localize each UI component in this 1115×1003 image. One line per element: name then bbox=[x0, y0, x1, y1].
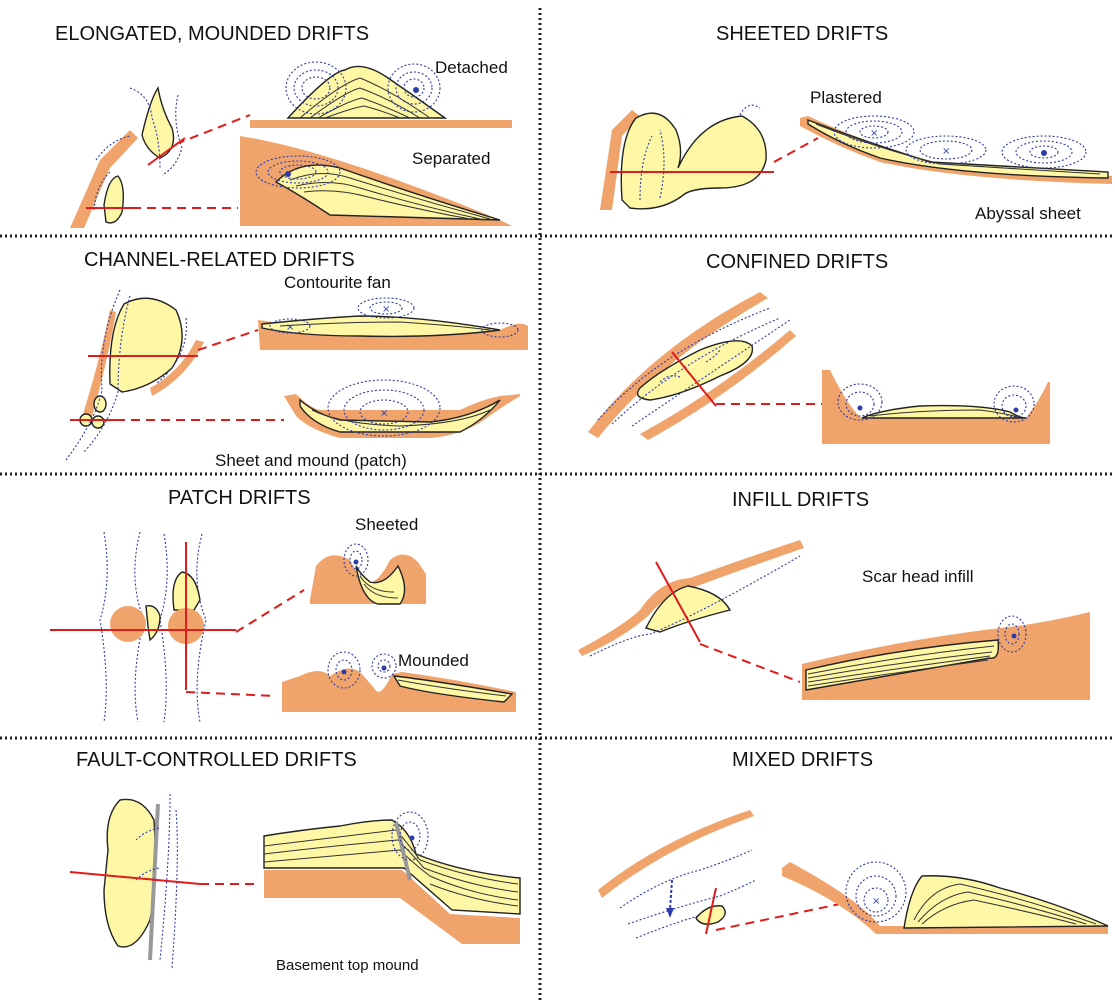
svg-text:×: × bbox=[870, 128, 878, 139]
svg-text:×: × bbox=[382, 304, 390, 315]
panel-fault-controlled-drifts: FAULT-CONTROLLED DRIFTS Basement top mou… bbox=[70, 749, 520, 974]
svg-text:×: × bbox=[942, 146, 950, 157]
plastered-section: × × bbox=[800, 116, 1112, 184]
sheeted-label: Sheeted bbox=[355, 515, 418, 534]
panel-patch-drifts: PATCH DRIFTS Sheeted Mounded bbox=[50, 487, 516, 722]
panel-mixed-drifts: MIXED DRIFTS × bbox=[598, 749, 1108, 938]
scar-head-section bbox=[802, 612, 1090, 700]
map-view bbox=[70, 794, 200, 968]
panel-title: ELONGATED, MOUNDED DRIFTS bbox=[55, 23, 369, 45]
panel-elongated-mounded-drifts: ELONGATED, MOUNDED DRIFTS Detached Separ… bbox=[55, 23, 512, 228]
panel-title: FAULT-CONTROLLED DRIFTS bbox=[76, 749, 357, 771]
mixed-section: × bbox=[782, 862, 1108, 934]
panel-title: INFILL DRIFTS bbox=[732, 489, 869, 511]
svg-text:×: × bbox=[380, 408, 388, 419]
plastered-label: Plastered bbox=[810, 88, 882, 107]
panel-title: MIXED DRIFTS bbox=[732, 749, 873, 771]
contourite-fan-section: × × bbox=[258, 298, 528, 350]
sheet-and-mound-label: Sheet and mound (patch) bbox=[215, 451, 407, 470]
panel-confined-drifts: CONFINED DRIFTS bbox=[588, 251, 1050, 444]
sheeted-patch-section bbox=[310, 544, 426, 604]
abyssal-sheet-label: Abyssal sheet bbox=[975, 204, 1081, 223]
detached-label: Detached bbox=[435, 58, 508, 77]
scar-head-infill-label: Scar head infill bbox=[862, 567, 974, 586]
panel-title: CHANNEL-RELATED DRIFTS bbox=[84, 249, 355, 271]
basement-top-mound-label: Basement top mound bbox=[276, 957, 419, 974]
separated-label: Separated bbox=[412, 149, 490, 168]
map-view bbox=[598, 810, 756, 938]
map-view bbox=[588, 292, 796, 440]
svg-text:×: × bbox=[286, 322, 294, 333]
panel-sheeted-drifts: SHEETED DRIFTS Plastered Abyssal sheet bbox=[600, 23, 1112, 223]
panel-title: SHEETED DRIFTS bbox=[716, 23, 888, 45]
panel-title: CONFINED DRIFTS bbox=[706, 251, 888, 273]
mounded-label: Mounded bbox=[398, 651, 469, 670]
panel-title: PATCH DRIFTS bbox=[168, 487, 311, 509]
panel-infill-drifts: INFILL DRIFTS Scar head infill bbox=[578, 489, 1090, 700]
sheet-and-mound-section: × bbox=[284, 380, 520, 438]
map-view bbox=[600, 105, 774, 210]
confined-section bbox=[822, 370, 1050, 444]
map-view bbox=[578, 540, 804, 656]
fault-section bbox=[264, 812, 520, 944]
svg-text:×: × bbox=[872, 896, 880, 907]
panel-channel-related-drifts: CHANNEL-RELATED DRIFTS Contourite fan Sh… bbox=[66, 249, 528, 470]
map-view bbox=[66, 290, 204, 460]
contourite-fan-label: Contourite fan bbox=[284, 273, 391, 292]
